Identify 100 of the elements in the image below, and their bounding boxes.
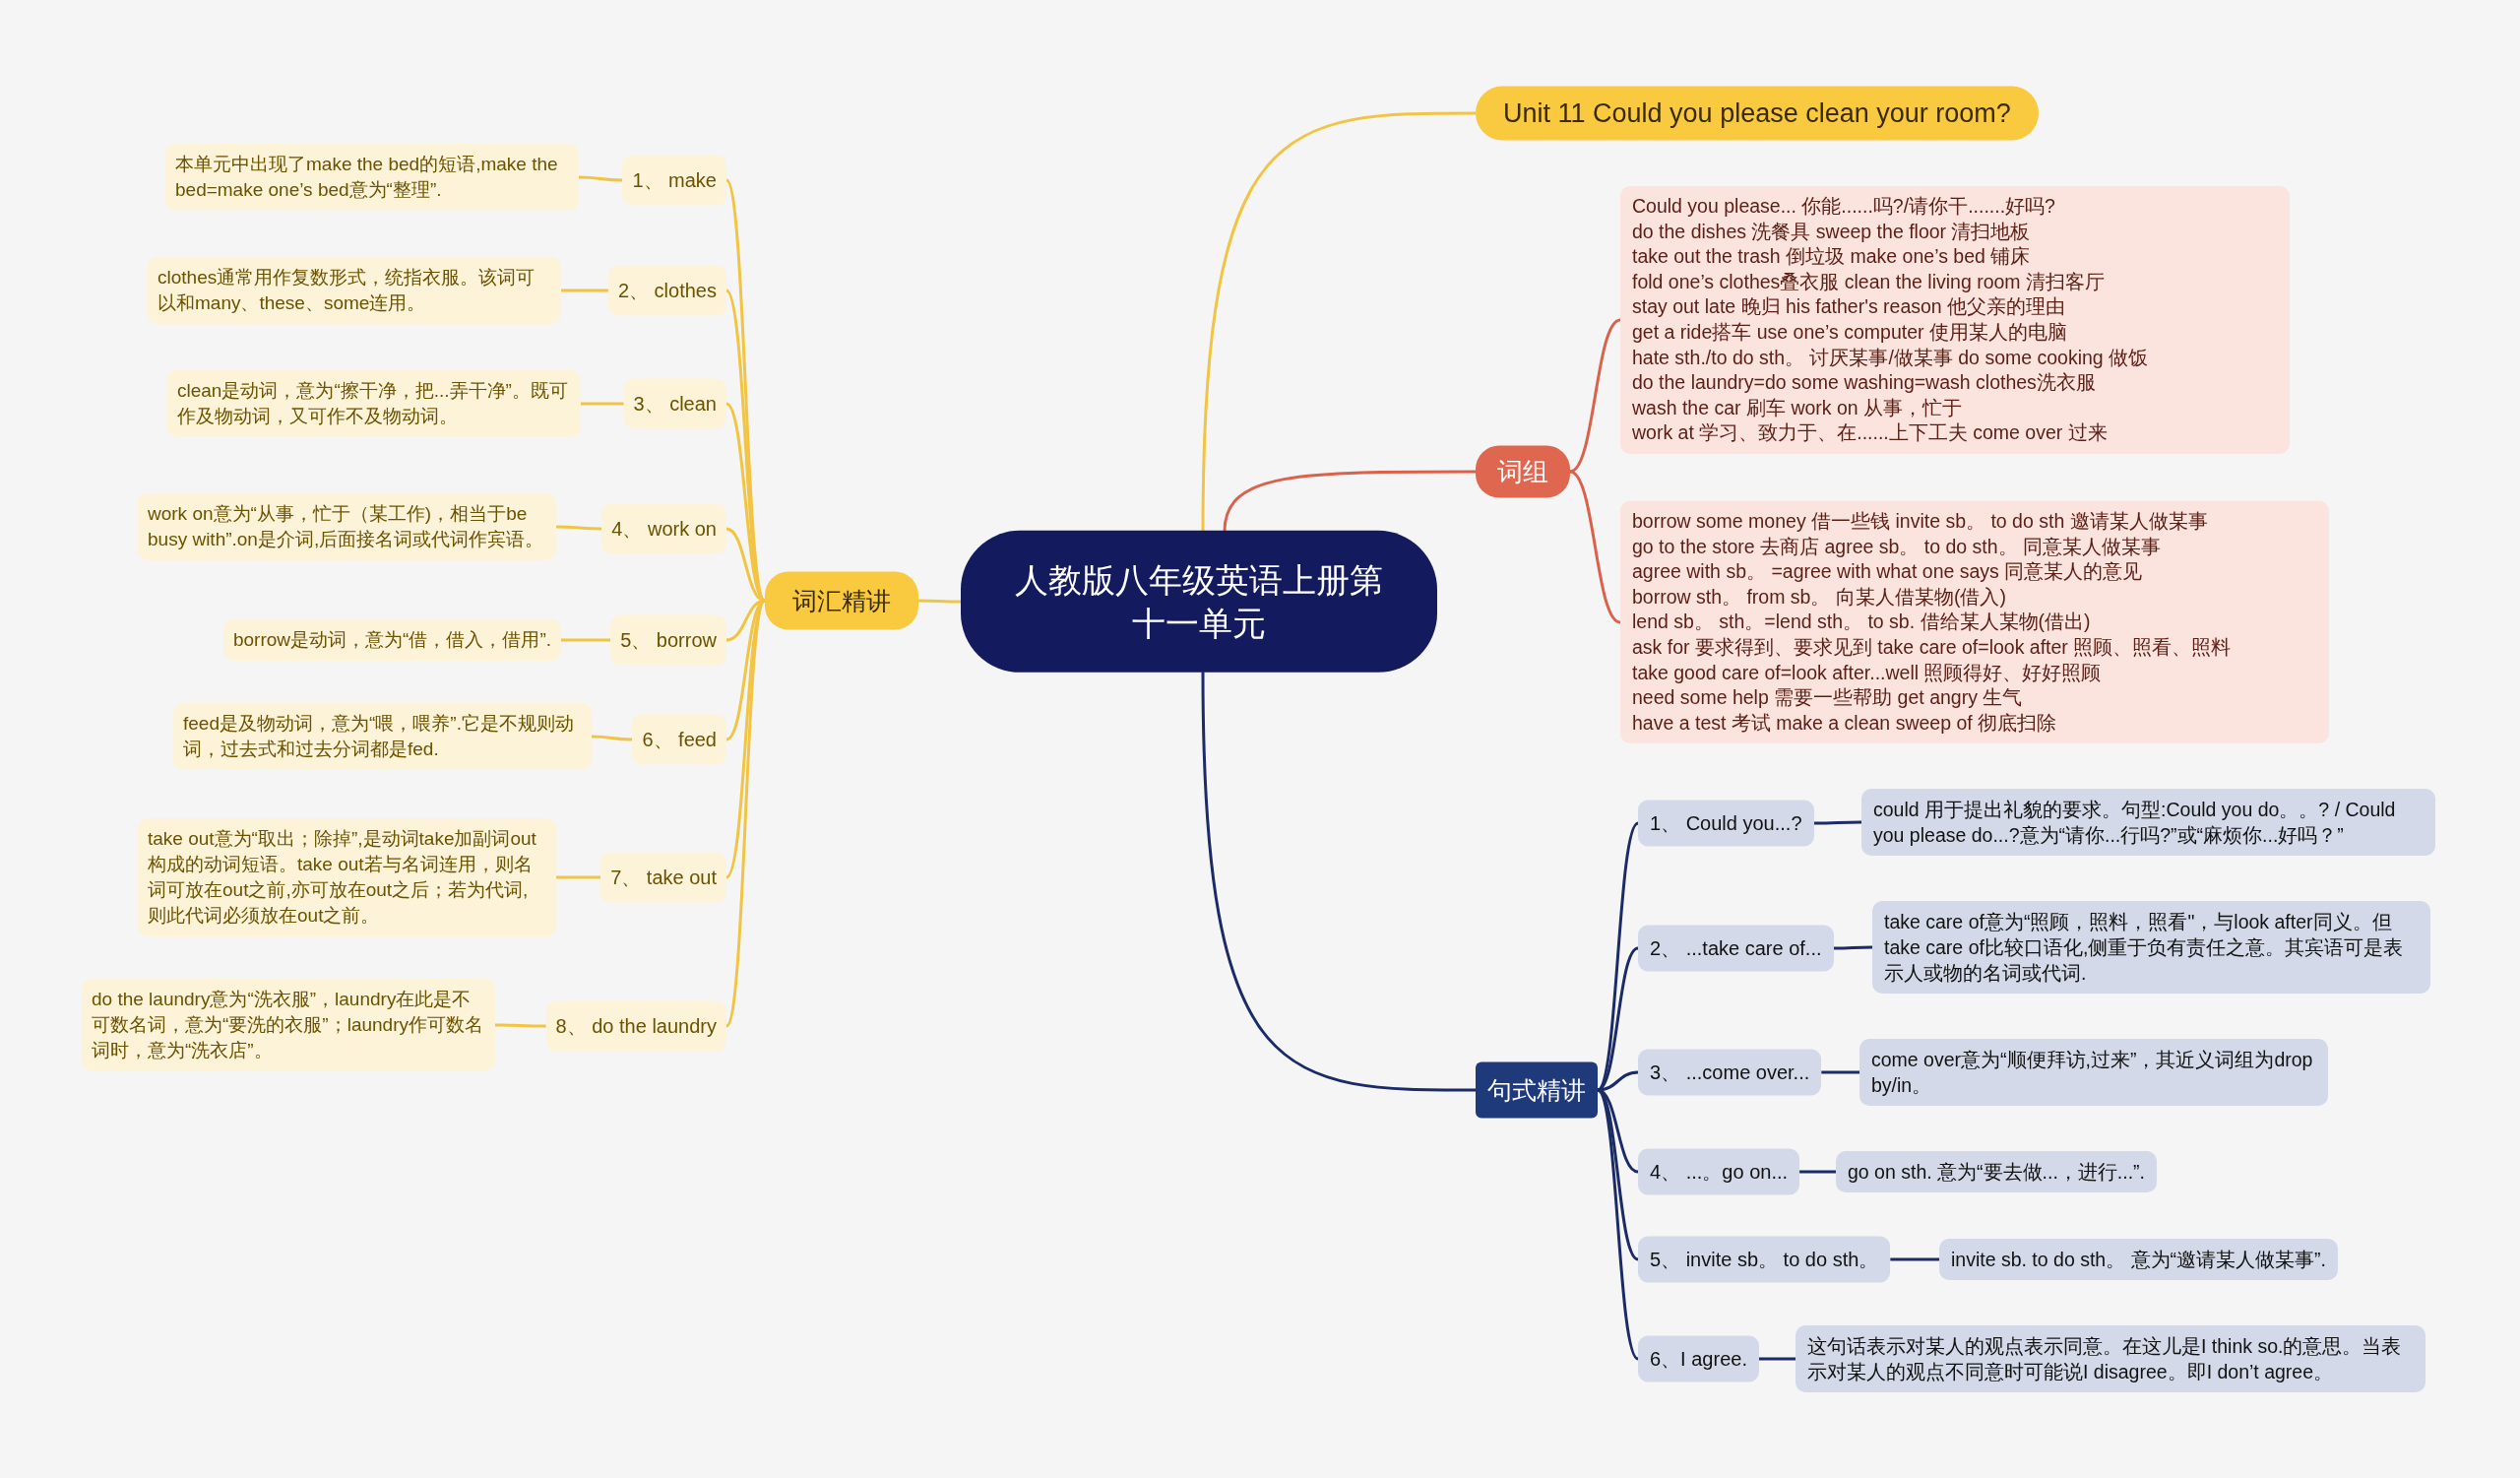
branch-line <box>591 735 633 741</box>
branch-line <box>579 175 623 182</box>
note-text: clothes通常用作复数形式，统指衣服。该词可以和many、these、some连用。 <box>158 266 536 315</box>
branch-line <box>1890 1257 1939 1261</box>
note-box <box>167 370 581 437</box>
item-text: 6、I agree. <box>1650 1346 1747 1372</box>
explanation-text: could 用于提出礼貌的要求。句型:Could you do。。? / Could you please do...?意为“请你...行吗?”或“麻烦你...好吗？” <box>1873 798 2397 848</box>
note-text: do the laundry意为“洗衣服”，laundry在此是不可数名词，意为“要洗的衣服”；laundry作可数名词时，意为“洗衣店”。 <box>92 988 484 1062</box>
phrase-line: agree with sb。 =agree with what one says 同意某人的意见 <box>1632 559 2144 584</box>
branch-line <box>561 289 608 292</box>
phrase-box <box>1620 186 2290 454</box>
explanation-text: go on sth. 意为“要去做...，进行...”. <box>1848 1160 2145 1185</box>
branch-line <box>918 599 961 604</box>
note-text: borrow是动词，意为“借，借入，借用”. <box>233 628 551 652</box>
phrase-line: Could you please... 你能......吗?/请你干.......好吗? <box>1632 194 2056 220</box>
phrase-line: borrow sth。 from sb。 向某人借某物(借入) <box>1632 584 2007 610</box>
sentence-item <box>1638 925 1834 972</box>
phrase-line: do the dishes 洗餐具 sweep the floor 清扫地板 <box>1632 219 2032 244</box>
phrase-line: fold one’s clothes叠衣服 clean the living room 清扫客厅 <box>1632 269 2106 294</box>
branch-line <box>1813 820 1861 825</box>
sentence-item <box>1638 1049 1822 1096</box>
note-text: work on意为“从事，忙于（某工作)，相当于be busy with”.on是介词,后面接名词或代词作宾语。 <box>148 502 545 551</box>
branch-line <box>495 1023 546 1028</box>
note-box <box>138 818 556 936</box>
phrase-line: do the laundry=do some washing=wash clothes洗衣服 <box>1632 370 2097 396</box>
branch-text: 词组 <box>1497 455 1548 488</box>
branch-topic <box>765 571 918 630</box>
phrase-line: borrow some money 借一些钱 invite sb。 to do sth 邀请某人做某事 <box>1632 508 2209 534</box>
vocab-item <box>622 155 726 206</box>
vocab-item <box>632 714 726 765</box>
vocab-item <box>623 378 726 429</box>
branch-line <box>1223 470 1476 532</box>
explanation-text: 这句话表示对某人的观点表示同意。在这儿是I think so.的意思。当表示对某人的观点不同意时可能说I disagree。即I don’t agree。 <box>1807 1334 2403 1384</box>
item-text: 2、 ...take care of... <box>1650 935 1822 961</box>
branch-line <box>1569 470 1621 624</box>
phrase-line: need some help 需要一些帮助 get angry 生气 <box>1632 685 2024 710</box>
phrase-line: wash the car 刷车 work on 从事，忙于 <box>1632 395 1964 420</box>
note-box <box>148 257 561 324</box>
item-text: 7、 take out <box>610 865 717 890</box>
sentence-item <box>1638 800 1814 847</box>
item-text: 8、 do the laundry <box>555 1013 717 1039</box>
vocab-item <box>610 614 726 666</box>
sentence-item <box>1638 1236 1891 1283</box>
note-text: clean是动词，意为“擦干净，把...弄干净”。既可作及物动词，又可作不及物动词。 <box>177 379 569 428</box>
topic-text: 人教版八年级英语上册第十一单元 <box>1014 559 1384 644</box>
phrase-line: have a test 考试 make a clean sweep of 彻底扫除 <box>1632 710 2058 736</box>
item-text: 3、 clean <box>633 391 717 417</box>
explanation-text: invite sb. to do sth。 意为“邀请某人做某事”. <box>1951 1248 2326 1272</box>
vocab-item <box>601 503 726 554</box>
phrase-box <box>1620 500 2329 744</box>
vocab-item <box>607 265 726 316</box>
branch-line <box>561 638 611 642</box>
phrase-line: take good care of=look after...well 照顾得好、好好照顾 <box>1632 660 2103 685</box>
branch-line <box>1596 1089 1640 1360</box>
title-box <box>1476 86 2039 141</box>
explanation-box <box>1836 1151 2157 1192</box>
explanation-text: take care of意为“照顾，照料，照看"，与look after同义。但take care of比较口语化,侧重于负有责任之意。其宾语可是表示人或物的名词或代词. <box>1884 910 2405 986</box>
item-text: 5、 borrow <box>620 627 717 653</box>
item-text: 2、 clothes <box>617 278 717 303</box>
item-text: 4、 ...。go on... <box>1650 1159 1789 1185</box>
note-text: take out意为“取出；除掉”,是动词take加副词out构成的动词短语。take out若与名词连用，则名词可放在out之前,亦可放在out之后；若为代词,则此代词必须放在out之前。 <box>148 827 537 928</box>
note-box <box>138 493 556 560</box>
vocab-item <box>545 1000 726 1052</box>
branch-line <box>1201 111 1476 532</box>
phrase-line: lend sb。 sth。=lend sth。 to sb. 借给某人某物(借出) <box>1632 610 2092 635</box>
note-text: 本单元中出现了make the bed的短语,make the bed=make one’s bed意为“整理”. <box>175 153 559 202</box>
phrase-line: get a ride搭车 use one’s computer 使用某人的电脑 <box>1632 320 2068 345</box>
branch-line <box>1201 672 1476 1092</box>
phrase-line: ask for 要求得到、要求见到 take care of=look after 照顾、照看、照料 <box>1632 634 2233 660</box>
note-box <box>223 619 561 661</box>
branch-line <box>556 875 601 879</box>
phrase-line: stay out late 晚归 his father's reason 他父亲的理由 <box>1632 294 2067 320</box>
item-text: 4、 work on <box>611 516 717 542</box>
item-text: 6、 feed <box>642 727 717 752</box>
explanation-box <box>1939 1239 2338 1280</box>
branch-line <box>1569 318 1621 474</box>
branch-line <box>1821 1070 1859 1074</box>
branch-line <box>556 525 602 531</box>
phrase-line: work at 学习、致力于、在......上下工夫 come over 过来 <box>1632 420 2109 446</box>
branch-text: 句式精讲 <box>1487 1074 1586 1106</box>
explanation-box <box>1861 789 2435 856</box>
title-text: Unit 11 Could you please clean your room? <box>1503 97 2011 129</box>
branch-line <box>724 289 767 602</box>
sentence-item <box>1638 1148 1800 1195</box>
phrase-line: take out the trash 倒垃圾 make one’s bed 铺床 <box>1632 244 2032 270</box>
explanation-text: come over意为“顺便拜访,过来”，其近义词组为drop by/in。 <box>1871 1048 2314 1098</box>
phrase-line: hate sth./to do sth。 讨厌某事/做某事 do some cooking 做饭 <box>1632 345 2150 370</box>
note-box <box>82 979 495 1071</box>
branch-topic <box>1476 445 1570 498</box>
item-text: 1、 make <box>632 167 717 193</box>
note-box <box>165 144 579 211</box>
branch-line <box>1758 1357 1796 1361</box>
explanation-box <box>1796 1325 2426 1392</box>
note-text: feed是及物动词，意为“喂，喂养”.它是不规则动词，过去式和过去分词都是fed. <box>183 712 575 761</box>
item-text: 3、 ...come over... <box>1650 1060 1810 1085</box>
explanation-box <box>1859 1039 2328 1106</box>
explanation-box <box>1872 901 2430 994</box>
branch-topic <box>1476 1061 1598 1119</box>
note-box <box>173 703 592 770</box>
sentence-item <box>1638 1335 1759 1382</box>
